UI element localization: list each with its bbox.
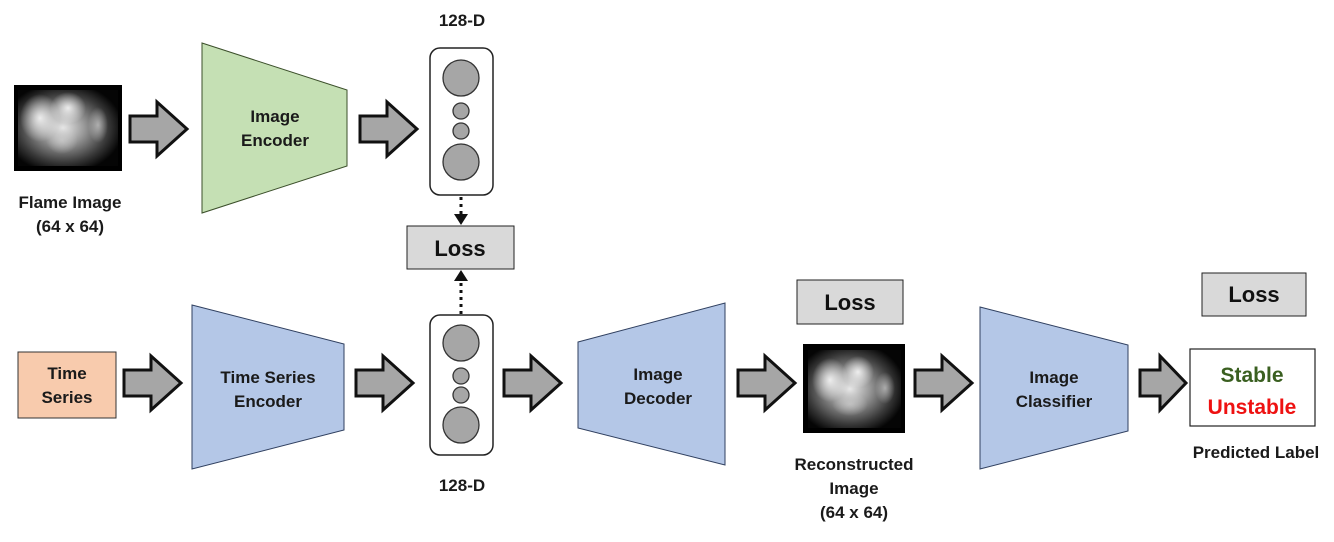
image-classifier-block xyxy=(979,306,1129,470)
label-unstable: Unstable xyxy=(1208,396,1297,419)
latent-vector-top xyxy=(429,47,494,196)
reconstructed-caption-line1: Reconstructed xyxy=(794,455,913,474)
flame-image-caption-line1: Flame Image xyxy=(19,193,122,212)
arrow-tsencoder-to-latent xyxy=(354,352,416,414)
predicted-label-caption: Predicted Label xyxy=(1193,443,1320,462)
loss-middle-label: Loss xyxy=(434,236,485,261)
loss-box-decoder: Loss xyxy=(796,279,904,325)
image-decoder-block xyxy=(577,302,726,466)
time-series-encoder-label-line1: Time Series xyxy=(220,368,315,387)
image-classifier-label-line1: Image xyxy=(1029,368,1078,387)
flame-image xyxy=(14,85,122,171)
latent-top-label: 128-D xyxy=(439,11,485,30)
image-encoder-block xyxy=(201,42,348,214)
reconstructed-image xyxy=(803,344,905,433)
arrow-classifier-to-label xyxy=(1138,352,1189,414)
arrow-decoder-to-reconstruction xyxy=(736,352,798,414)
time-series-encoder-label-line2: Encoder xyxy=(234,392,302,411)
latent-bottom-label: 128-D xyxy=(439,476,485,495)
flame-image-caption-line2: (64 x 64) xyxy=(36,217,104,236)
image-encoder-label-line2: Encoder xyxy=(241,131,309,150)
label-stable: Stable xyxy=(1220,364,1283,387)
time-series-input: Time Series xyxy=(17,351,117,419)
arrow-reconstruction-to-classifier xyxy=(913,352,975,414)
image-decoder-label-line1: Image xyxy=(633,365,682,384)
dotted-arrow-latent-top-to-loss xyxy=(454,197,468,225)
time-series-label-line2: Series xyxy=(41,388,92,407)
predicted-label-box: Stable Unstable xyxy=(1189,348,1316,427)
image-encoder-label-line1: Image xyxy=(250,107,299,126)
loss-decoder-label: Loss xyxy=(824,290,875,315)
loss-classifier-label: Loss xyxy=(1228,282,1279,307)
image-decoder-label-line2: Decoder xyxy=(624,389,692,408)
image-classifier-label-line2: Classifier xyxy=(1016,392,1093,411)
time-series-encoder-block xyxy=(191,304,345,470)
arrow-encoder-to-latent xyxy=(358,98,420,160)
arrow-flame-to-encoder xyxy=(128,98,190,160)
arrow-latent-to-decoder xyxy=(502,352,564,414)
time-series-label-line1: Time xyxy=(47,364,86,383)
loss-box-classifier: Loss xyxy=(1201,272,1307,317)
loss-box-middle: Loss xyxy=(406,225,515,270)
reconstructed-caption-line3: (64 x 64) xyxy=(820,503,888,522)
reconstructed-caption-line2: Image xyxy=(829,479,878,498)
arrow-timeseries-to-encoder xyxy=(122,352,184,414)
latent-vector-bottom xyxy=(429,314,494,456)
dotted-arrow-latent-bottom-to-loss xyxy=(454,270,468,314)
